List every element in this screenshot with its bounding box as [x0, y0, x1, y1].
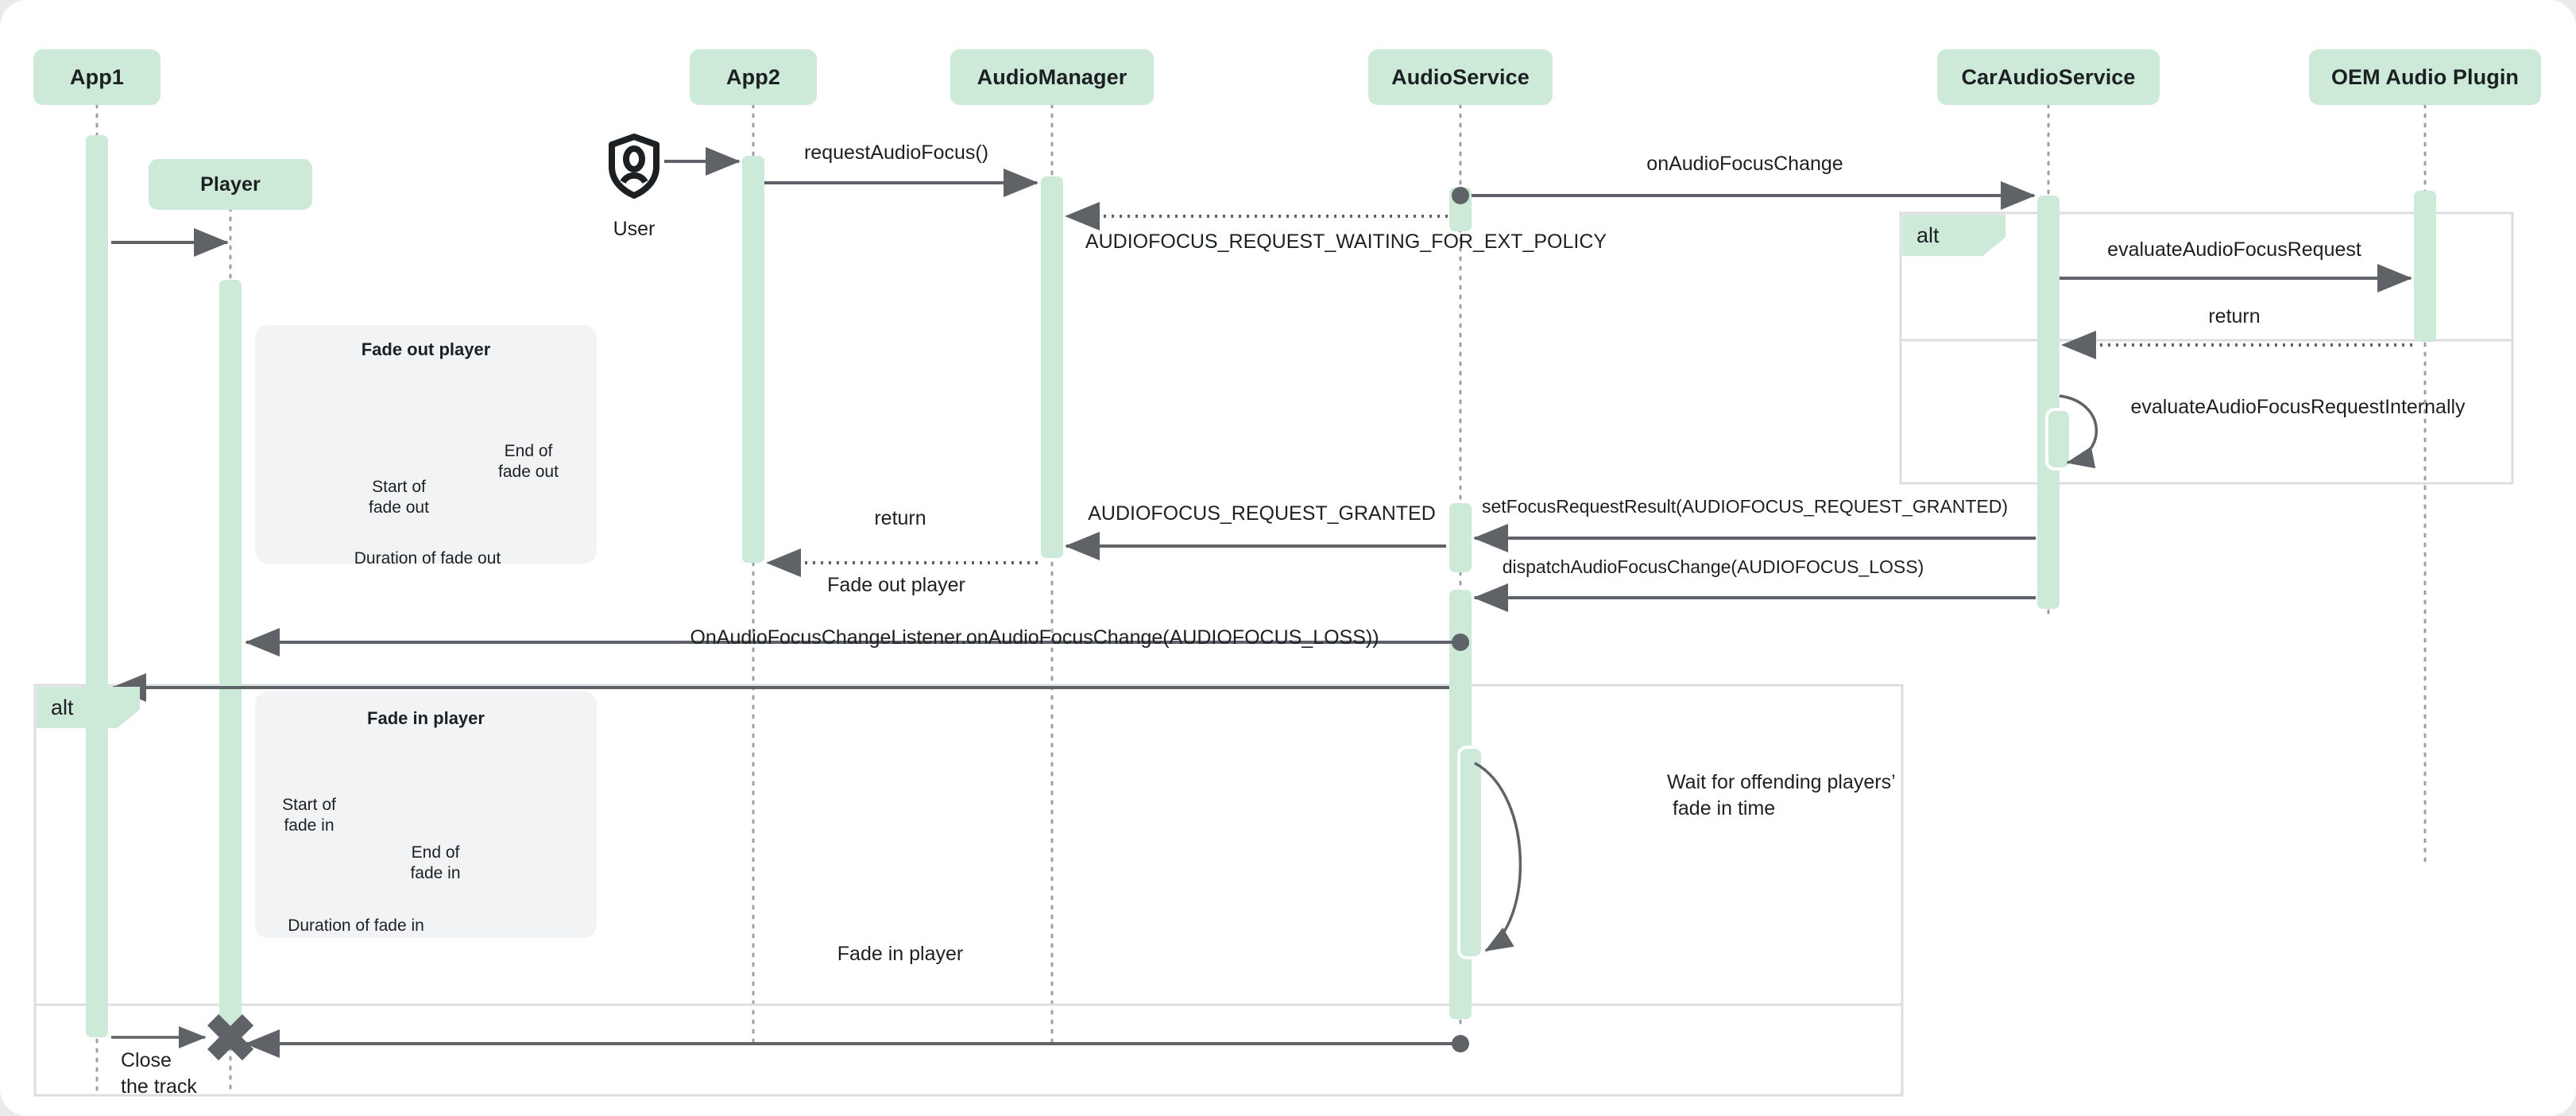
dot-fade-in-player — [1452, 1035, 1469, 1052]
frag-alt-1-frame — [1899, 211, 2514, 485]
arrow-self-wait-fadein — [1474, 761, 1522, 952]
participant-oemaudioplugin[interactable]: OEM Audio Plugin — [2309, 49, 2541, 105]
activation-bars — [86, 135, 2436, 1037]
dot-onaudiofocuschange — [1452, 187, 1469, 204]
activation-audiomanager — [1041, 176, 1063, 558]
label-dispatchaudiofocuschange: dispatchAudioFocusChange(AUDIOFOCUS_LOSS… — [1502, 556, 1924, 577]
label-wait-fadein: Wait for offending players’ fade in time — [1667, 771, 1896, 820]
activation-player — [219, 280, 242, 1037]
frag-alt-1-tab[interactable]: alt — [1902, 215, 2005, 256]
fade-in-chart-title: Fade in player — [367, 708, 485, 728]
participant-player[interactable]: Player — [149, 159, 312, 210]
activation-caraudioservice — [2037, 196, 2060, 609]
label-evaluateaudiofocusrequest: evaluateAudioFocusRequest — [2107, 238, 2361, 261]
participant-player-label: Player — [200, 172, 261, 196]
message-arrows — [111, 147, 2412, 1058]
activation-audioservice-nested — [1457, 746, 1484, 959]
label-onaudiofocuschange: onAudioFocusChange — [1646, 153, 1843, 175]
participant-app2[interactable]: App2 — [690, 49, 817, 105]
destruction-x-icon — [207, 1013, 254, 1061]
frag-alt-1-label: alt — [1917, 223, 1940, 247]
label-audiofocus-waiting: AUDIOFOCUS_REQUEST_WAITING_FOR_EXT_POLIC… — [1085, 231, 1607, 253]
participant-oemaudioplugin-label: OEM Audio Plugin — [2330, 64, 2520, 89]
activation-oemaudioplugin — [2414, 191, 2436, 342]
label-fade-out-player: Fade out player — [827, 574, 965, 596]
participant-caraudioservice[interactable]: CarAudioService — [1937, 49, 2160, 105]
message-origin-dots — [1452, 187, 1469, 1052]
label-onaudiofocuschangelistener: OnAudioFocusChangeListener.onAudioFocusC… — [690, 626, 1379, 649]
fade-out-chart-card — [255, 325, 597, 564]
activation-app1 — [86, 135, 108, 1037]
activation-caraudioservice-nested — [2045, 408, 2072, 471]
frag-alt-2-tab[interactable]: alt — [37, 687, 140, 728]
participant-audiomanager-label: AudioManager — [977, 64, 1127, 89]
activation-audioservice-2 — [1449, 503, 1472, 572]
participant-app1[interactable]: App1 — [33, 49, 161, 105]
actor-user-label: User — [613, 218, 656, 240]
fade-out-chart-title: Fade out player — [361, 339, 491, 359]
label-setfocusrequestresult: setFocusRequestResult(AUDIOFOCUS_REQUEST… — [1481, 496, 2009, 517]
participant-app2-label: App2 — [726, 64, 780, 89]
fade-in-chart-card — [255, 692, 597, 938]
participant-caraudioservice-label: CarAudioService — [1961, 64, 2136, 89]
user-shield-icon — [609, 134, 659, 199]
participant-app1-label: App1 — [70, 64, 124, 89]
activation-app2 — [742, 156, 764, 563]
frag-alt-2-frame — [33, 684, 1904, 1097]
fade-out-duration-caption: Duration of fade out — [354, 549, 501, 568]
label-requestaudiofocus: requestAudioFocus() — [803, 141, 989, 164]
label-evaluateinternally: evaluateAudioFocusRequestInternally — [2130, 396, 2466, 418]
participant-audioservice-label: AudioService — [1391, 64, 1530, 89]
participant-audiomanager[interactable]: AudioManager — [950, 49, 1154, 105]
label-return-am: return — [874, 507, 926, 529]
dot-fade-out-player — [1452, 634, 1469, 651]
label-return-oem: return — [2208, 305, 2261, 327]
fragment-frames — [33, 211, 2514, 1097]
label-fade-in-player: Fade in player — [837, 943, 964, 965]
arrow-self-evaluateinternally — [2059, 394, 2098, 469]
fade-in-duration-caption: Duration of fade in — [288, 916, 424, 935]
frag-alt-2-label: alt — [51, 695, 74, 719]
label-audiofocus-granted: AUDIOFOCUS_REQUEST_GRANTED — [1088, 502, 1436, 525]
participant-audioservice[interactable]: AudioService — [1368, 49, 1553, 105]
